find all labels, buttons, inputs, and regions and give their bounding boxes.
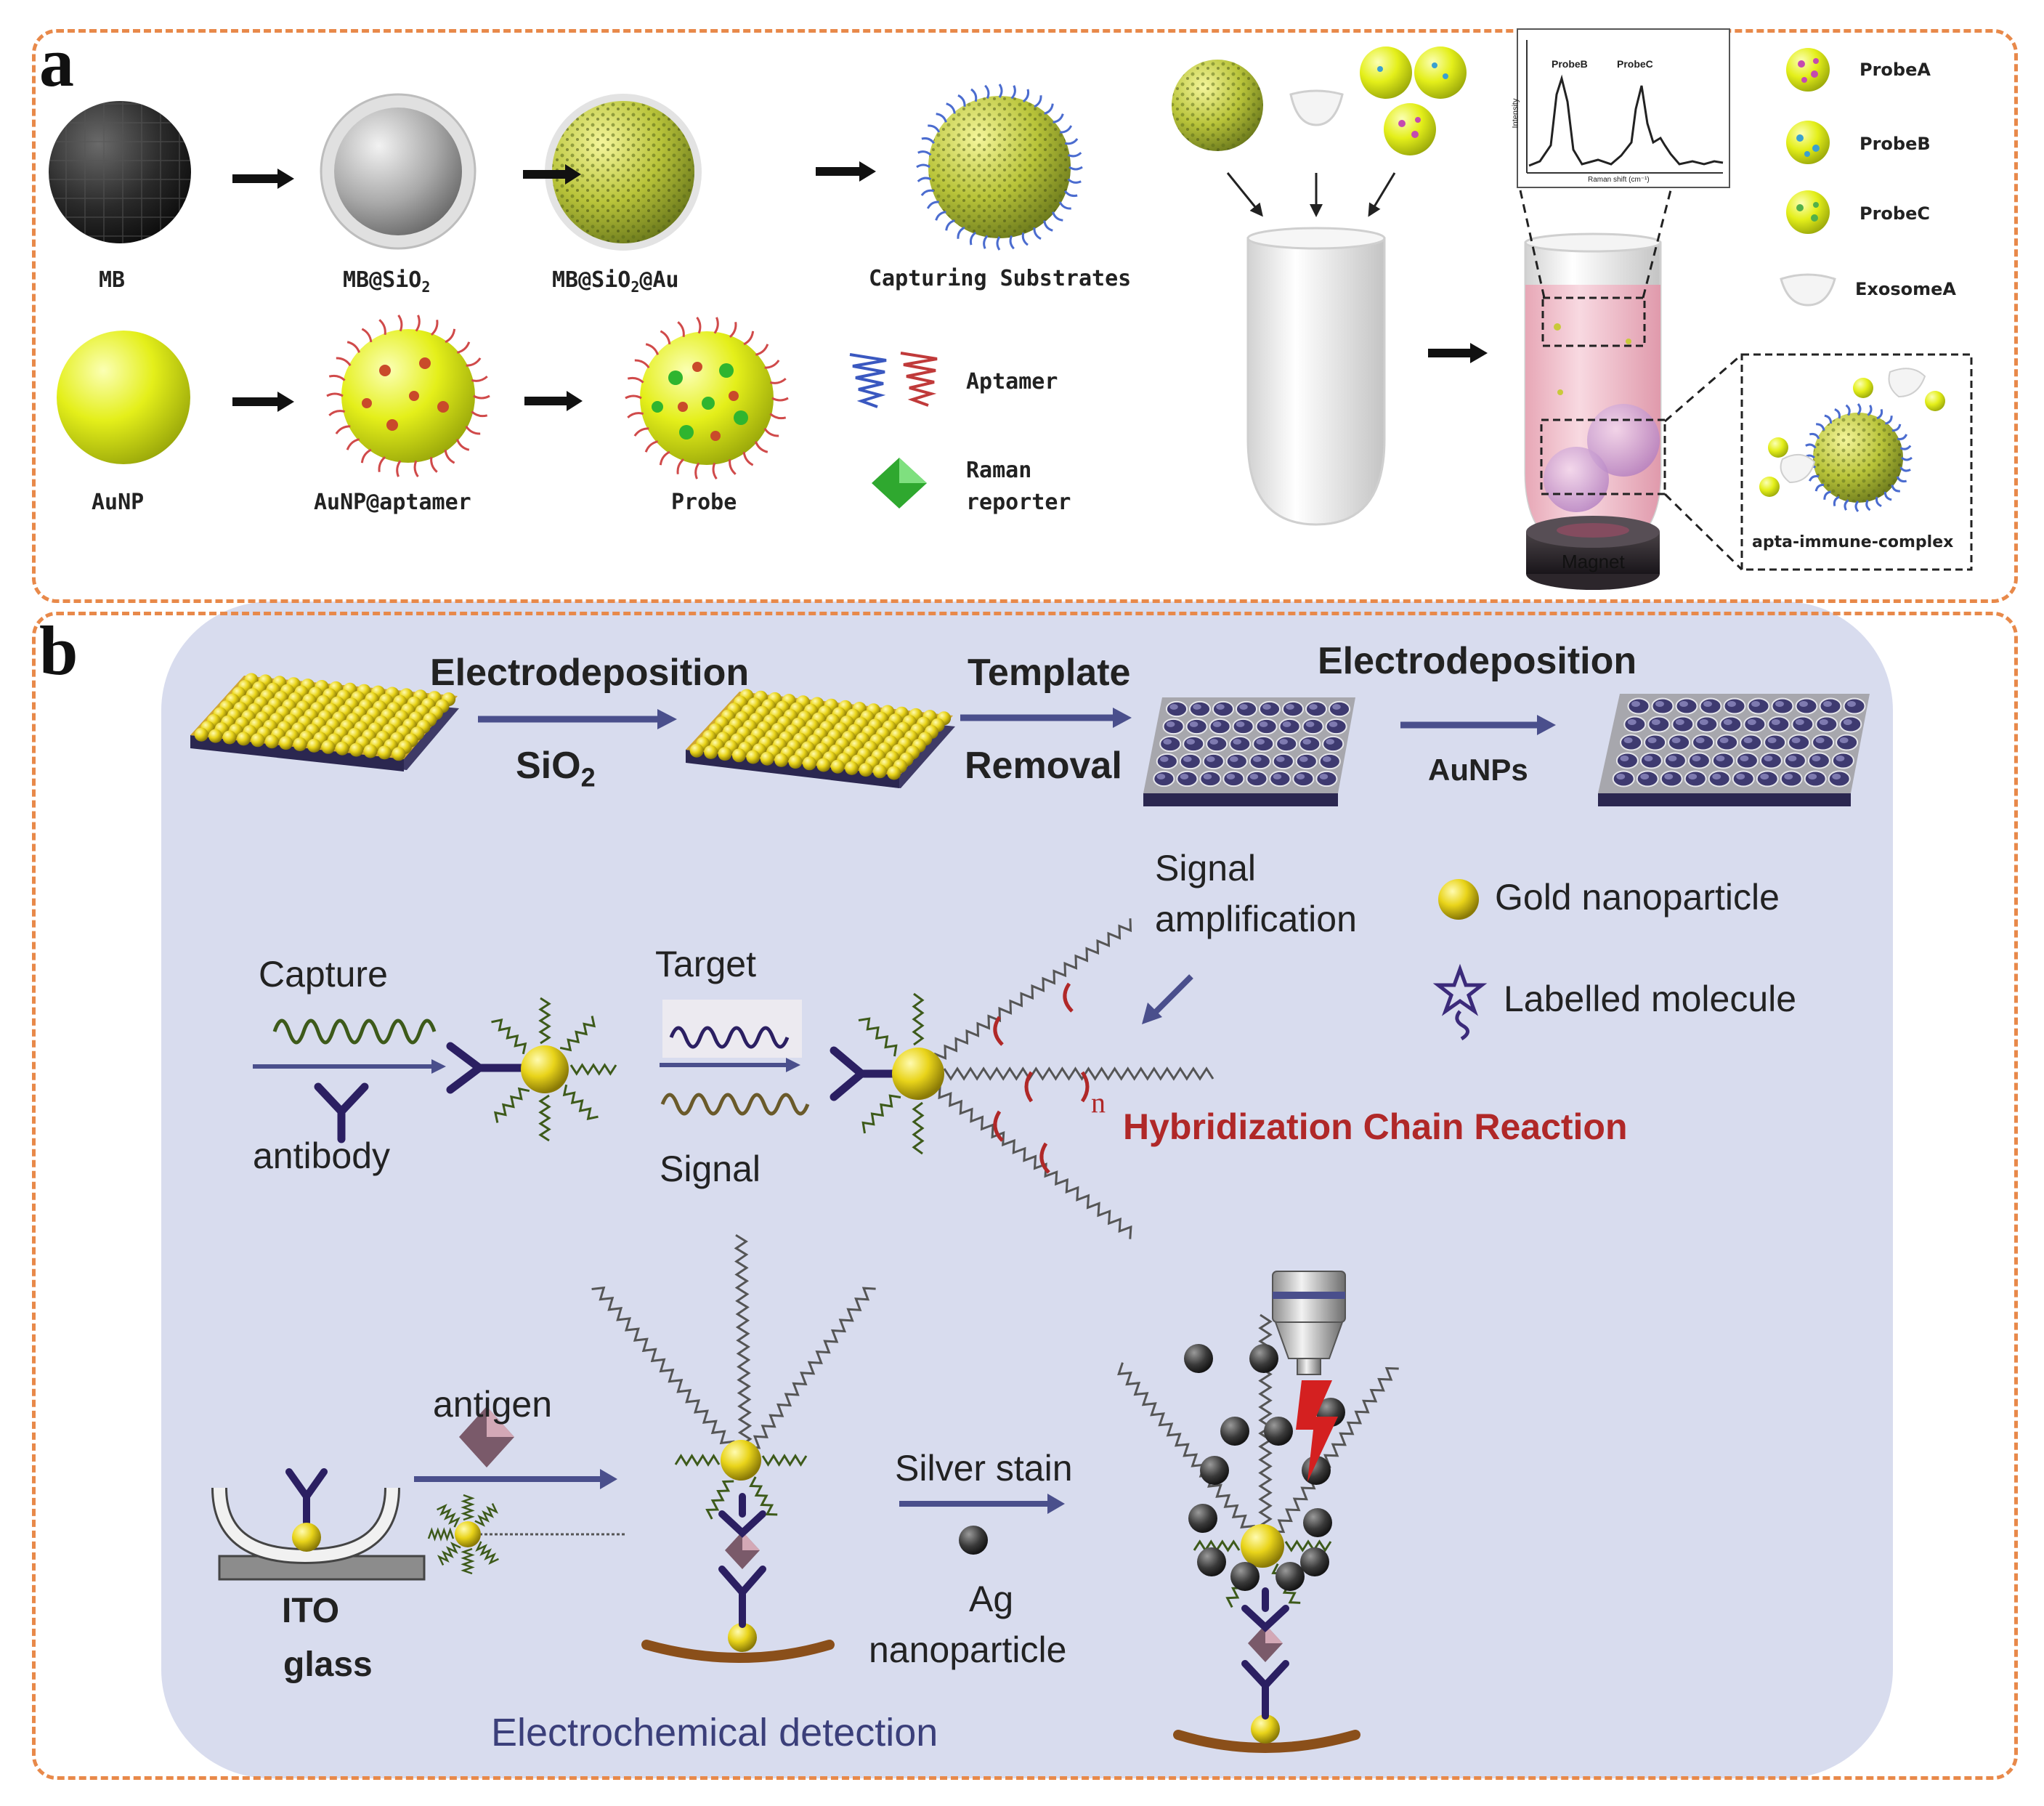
mb-sphere: [49, 101, 191, 243]
mix-to-magnet-arrow: [1428, 343, 1488, 363]
zoom-box-lower: [1540, 418, 1666, 495]
label-mb-sio2-au: MB@SiO2@Au: [552, 267, 679, 296]
gold-nanoparticle-legend-icon: [1438, 879, 1479, 920]
legend-exosomeA-label: ExosomeA: [1855, 279, 1956, 299]
laser-bolt-icon: [1296, 1380, 1338, 1482]
legend-probeA-label: ProbeA: [1860, 60, 1931, 80]
panel-letter-a: a: [39, 23, 74, 101]
label-aunp: AuNP: [92, 490, 145, 515]
row1-arrows: [232, 161, 876, 189]
gold-bead-array-1: [190, 673, 459, 772]
label-capture: Capture: [259, 954, 388, 995]
antigen-icon: [459, 1406, 514, 1467]
capture-arrow: [253, 1059, 446, 1074]
label-magnet: Magnet: [1562, 551, 1625, 572]
legend-labelled-label: Labelled molecule: [1504, 979, 1797, 1019]
label-ito: ITO: [282, 1592, 340, 1630]
label-mb: MB: [99, 267, 126, 293]
label-ag: Ag: [969, 1579, 1014, 1619]
label-signal-amp-2: amplification: [1155, 899, 1357, 939]
label-aunp-aptamer: AuNP@aptamer: [314, 490, 471, 515]
small-hcr-conjugate: [427, 1494, 625, 1575]
spectrum-peak-label-c: ProbeC: [1617, 58, 1653, 70]
aunp-aptamer-sphere: [326, 314, 490, 478]
label-antigen: antigen: [433, 1384, 553, 1425]
label-raman-2: reporter: [966, 490, 1071, 515]
porous-template-array-1: [1143, 697, 1355, 806]
mix-arrows: [1226, 172, 1396, 217]
spectrum-peak-label-b: ProbeB: [1552, 58, 1588, 70]
label-capturing-substrates: Capturing Substrates: [869, 266, 1132, 291]
label-removal: Removal: [965, 745, 1122, 787]
label-aunps: AuNPs: [1428, 753, 1528, 787]
apta-immune-complex-box: [1740, 353, 1973, 571]
label-ag-nanoparticle: nanoparticle: [869, 1629, 1067, 1670]
empty-test-tube: [1246, 227, 1386, 526]
capturing-substrate-sphere: [916, 84, 1083, 251]
gold-bead-array-2: [686, 689, 955, 788]
label-electrochemical-detection: Electrochemical detection: [491, 1711, 938, 1754]
raman-reporter-icon: [872, 458, 927, 509]
label-aptamer: Aptamer: [966, 369, 1058, 394]
sandwich-assembly-2: [1117, 1313, 1399, 1753]
row2-arrows: [232, 391, 583, 412]
hcr-conjugate: [830, 918, 1214, 1239]
zoom-box-upper: [1541, 296, 1646, 347]
magnet-tube: [1524, 232, 1662, 554]
label-silver-stain: Silver stain: [895, 1448, 1073, 1489]
signal-amp-arrow: [1142, 974, 1193, 1024]
legend-probeC-sphere: [1786, 190, 1830, 234]
aptamer-icon: [849, 352, 938, 408]
raman-spectrum-inset: [1517, 28, 1730, 188]
gold-conjugate-1: [446, 997, 617, 1142]
label-n: n: [1091, 1086, 1106, 1119]
label-raman-1: Raman: [966, 458, 1032, 483]
mix-probe-spheres: [1172, 46, 1467, 155]
ito-electrode: [211, 1468, 426, 1581]
label-signal-amp-1: Signal: [1155, 848, 1256, 888]
legend-exosomeA-icon: [1780, 273, 1836, 307]
panel-letter-b: b: [39, 612, 78, 689]
fabrication-arrows: [478, 708, 1556, 735]
spectrum-x-label: Raman shift (cm⁻¹): [1588, 176, 1650, 184]
label-electrodeposition-1: Electrodeposition: [430, 652, 750, 694]
label-electrodeposition-2: Electrodeposition: [1318, 640, 1637, 682]
label-template: Template: [968, 652, 1131, 694]
sandwich-assembly-1: [591, 1234, 876, 1663]
label-hcr: Hybridization Chain Reaction: [1123, 1106, 1628, 1147]
porous-template-array-2: [1598, 694, 1870, 806]
label-signal: Signal: [660, 1149, 761, 1189]
mb-sio2-sphere: [320, 93, 476, 250]
zoom-lines: [1519, 190, 1743, 571]
antibody-icon: [314, 1082, 369, 1143]
legend-probeB-label: ProbeB: [1860, 134, 1931, 154]
label-mb-sio2: MB@SiO2: [343, 267, 431, 296]
silver-stain-arrow: [899, 1494, 1065, 1514]
panel-b-border: [32, 612, 2018, 1780]
microscope-objective: [1272, 1271, 1346, 1375]
label-probe: Probe: [671, 490, 737, 515]
legend-probeB-sphere: [1786, 121, 1830, 164]
legend-probeA-sphere: [1786, 48, 1830, 92]
aunp-sphere: [57, 331, 190, 464]
ag-nanoparticle-icon: [959, 1526, 988, 1555]
target-signal-strands: [660, 1026, 810, 1116]
label-target: Target: [655, 944, 756, 984]
legend-probeC-label: ProbeC: [1860, 203, 1930, 224]
label-sio2: SiO2: [516, 745, 596, 793]
label-antibody: antibody: [253, 1135, 391, 1176]
label-glass: glass: [283, 1645, 373, 1684]
mb-sio2-au-sphere: [545, 94, 702, 251]
panel-a-border: [32, 29, 2018, 603]
labelled-molecule-legend-icon: [1432, 963, 1488, 1041]
magnet-base: [1526, 516, 1660, 590]
spectrum-y-label: Intensity: [1511, 98, 1520, 129]
capture-strand: [272, 1019, 437, 1045]
label-apta-immune-complex: apta-immune-complex: [1752, 533, 1954, 551]
legend-gold-label: Gold nanoparticle: [1495, 877, 1780, 918]
target-arrow: [660, 1058, 800, 1072]
antigen-arrow: [414, 1469, 617, 1489]
probe-sphere: [625, 316, 789, 480]
